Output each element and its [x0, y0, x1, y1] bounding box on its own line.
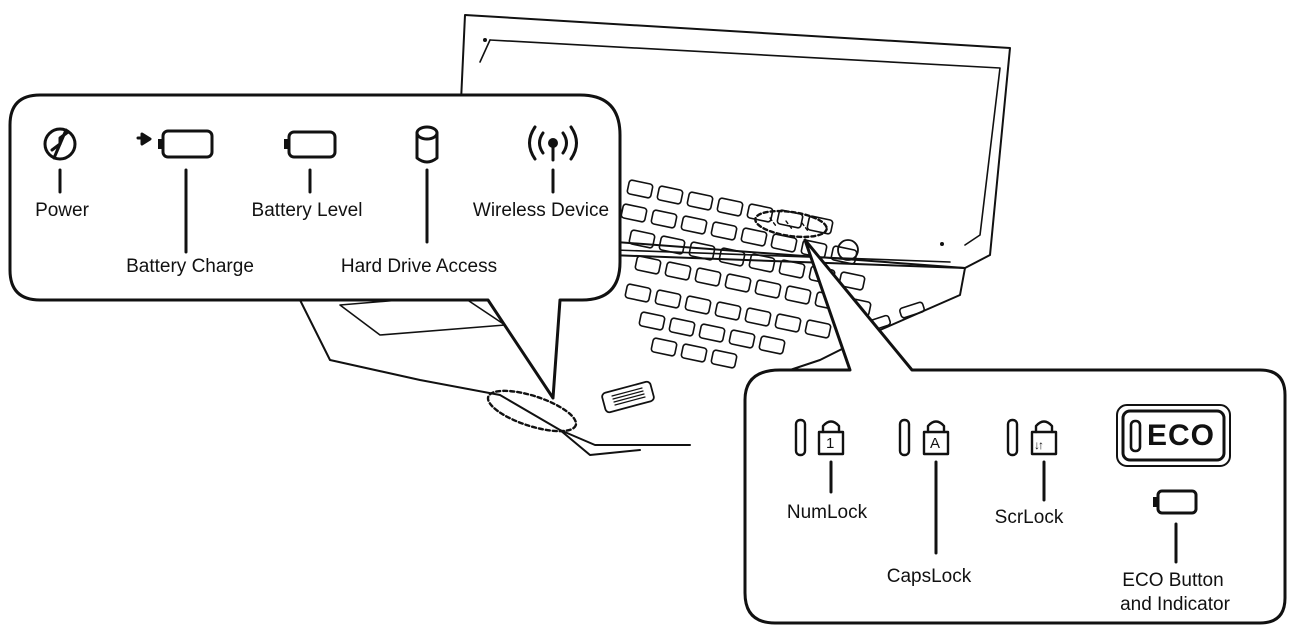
- keyboard-key: [806, 215, 834, 235]
- keyboard-key: [804, 319, 832, 339]
- capslock-label: CapsLock: [886, 566, 972, 587]
- numlock-glyph: 1: [826, 435, 835, 452]
- keyboard-key: [716, 197, 744, 217]
- keyboard-key: [668, 317, 696, 337]
- keyboard-key: [688, 241, 716, 261]
- laptop-drawing: [299, 14, 1011, 456]
- keyboard-key: [626, 179, 654, 199]
- top-callout-bubble: [8, 93, 622, 400]
- eco-button-text: ECO: [1147, 419, 1216, 452]
- scrlock-label: ScrLock: [994, 507, 1064, 528]
- keyboard-key: [684, 295, 712, 315]
- numlock-label: NumLock: [786, 502, 868, 523]
- top-indicator-region: [754, 209, 828, 239]
- keyboard-key: [686, 191, 714, 211]
- capslock-icon: [898, 418, 950, 457]
- hard-drive-icon: [415, 125, 439, 164]
- keyboard-key: [634, 255, 662, 275]
- keyboard-key: [714, 301, 742, 321]
- numlock-icon: [794, 418, 845, 457]
- keyboard-key: [698, 323, 726, 343]
- keyboard-key: [740, 227, 768, 247]
- keyboard-key: [694, 267, 722, 287]
- keyboard-key: [710, 221, 738, 241]
- keyboard-key: [628, 229, 656, 249]
- wireless-icon: [528, 125, 578, 162]
- battery-charge-label: Battery Charge: [126, 256, 254, 277]
- keyboard-key: [774, 313, 802, 333]
- keyboard-key: [664, 261, 692, 281]
- capslock-glyph: A: [930, 435, 941, 452]
- keyboard-key: [746, 203, 774, 223]
- front-indicator-region: [486, 389, 578, 433]
- keyboard-key: [830, 245, 858, 265]
- battery-level-label: Battery Level: [251, 200, 363, 221]
- keyboard-key: [754, 279, 782, 299]
- wireless-label: Wireless Device: [472, 200, 610, 221]
- keyboard-key: [680, 343, 708, 363]
- scrlock-glyph: ↓↑: [1034, 438, 1044, 452]
- power-icon: [43, 127, 77, 161]
- scrlock-icon: [1006, 418, 1058, 457]
- keyboard-key: [624, 283, 652, 303]
- keyboard-key: [654, 289, 682, 309]
- keyboard-key: [744, 307, 772, 327]
- keyboard-key: [658, 235, 686, 255]
- eco-battery-icon: [1153, 489, 1198, 515]
- eco-button: [1116, 404, 1231, 467]
- keyboard-key: [638, 311, 666, 331]
- battery-level-icon: [284, 130, 337, 159]
- keyboard-key: [650, 209, 678, 229]
- keyboard-key: [748, 253, 776, 273]
- power-label: Power: [35, 200, 89, 221]
- keyboard-key: [728, 329, 756, 349]
- hard-drive-label: Hard Drive Access: [340, 256, 498, 277]
- keyboard-key: [650, 337, 678, 357]
- keyboard-key: [724, 273, 752, 293]
- eco-label-line1: ECO Button: [1122, 570, 1224, 591]
- keyboard-key: [784, 285, 812, 305]
- battery-charge-icon: [136, 129, 214, 159]
- keyboard-key: [838, 271, 866, 291]
- keyboard-key: [778, 259, 806, 279]
- bottom-callout-bubble: [743, 238, 1287, 625]
- keyboard-key: [758, 335, 786, 355]
- keyboard-key: [710, 349, 738, 369]
- eco-label-line2: and Indicator: [1120, 594, 1230, 615]
- keyboard-key: [718, 247, 746, 267]
- keyboard-key: [656, 185, 684, 205]
- keyboard-key: [680, 215, 708, 235]
- keyboard-key: [620, 203, 648, 223]
